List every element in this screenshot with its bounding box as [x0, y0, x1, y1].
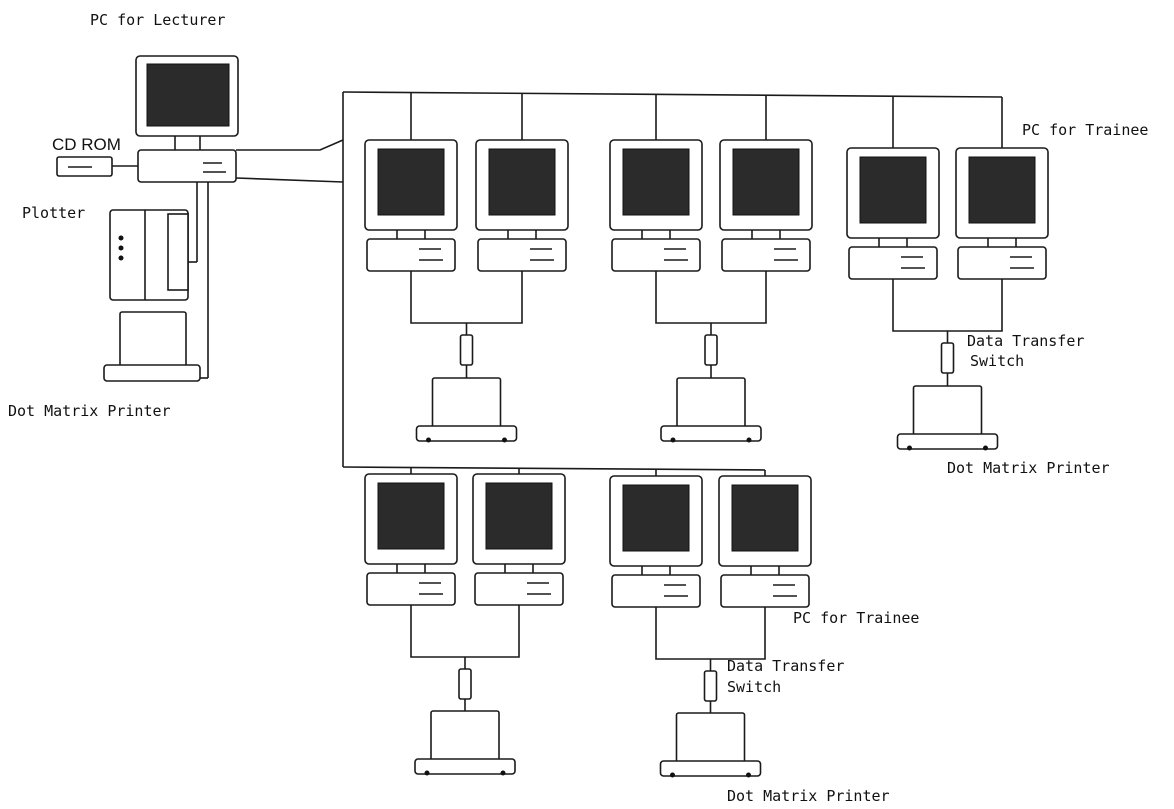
printer-label-top: Dot Matrix Printer: [947, 459, 1110, 477]
trainee-pc-icon: [720, 140, 812, 271]
cdrom-label: CD ROM: [52, 135, 121, 154]
lecturer-pc-label: PC for Lecturer: [90, 11, 225, 29]
lecturer-pc-icon: [136, 56, 238, 182]
trainee-group: [847, 148, 1048, 451]
trainee-pc-icon: [610, 476, 702, 607]
data-transfer-switch-icon: [705, 671, 717, 701]
switch-label-top-line1: Data Transfer: [967, 332, 1084, 350]
trainee-group: [365, 474, 565, 776]
trainee-pc-icon: [473, 474, 565, 605]
trainee-pc-icon: [365, 140, 457, 271]
group-wire: [893, 279, 1002, 331]
trainee-pc-label-bottom: PC for Trainee: [793, 609, 919, 627]
bottom-bus: [343, 467, 765, 470]
cdrom-icon: [57, 157, 138, 176]
top-bus: [343, 92, 1002, 97]
switch-label-bottom-line2: Switch: [727, 678, 781, 696]
plotter-icon: [110, 182, 197, 300]
dot-matrix-printer-icon: [415, 711, 515, 776]
switch-label-top-line2: Switch: [970, 352, 1024, 370]
trainee-pc-icon: [610, 140, 702, 271]
trainee-group: [365, 140, 568, 443]
data-transfer-switch-icon: [459, 669, 471, 699]
data-transfer-switch-icon: [942, 343, 954, 373]
data-transfer-switch-icon: [461, 335, 473, 365]
trainee-pc-icon: [847, 148, 939, 279]
trainee-group: [610, 476, 811, 778]
switch-label-bottom-line1: Data Transfer: [727, 657, 844, 675]
trainee-pc-icon: [365, 474, 457, 605]
dot-matrix-printer-icon: [417, 378, 517, 443]
group-wire: [411, 271, 522, 323]
plotter-label: Plotter: [22, 204, 85, 222]
group-wire: [656, 271, 766, 323]
trainee-pc-icon: [719, 476, 811, 607]
trainee-pc-icon: [476, 140, 568, 271]
group-wire: [656, 607, 765, 659]
lecturer-link-wire-2: [236, 178, 343, 182]
trainee-pc-label-top: PC for Trainee: [1022, 121, 1148, 139]
data-transfer-switch-icon: [705, 335, 717, 365]
lecturer-link-wire: [236, 140, 343, 150]
dot-matrix-printer-icon: [661, 713, 761, 778]
trainee-group: [610, 140, 812, 443]
dot-matrix-printer-icon: [661, 378, 761, 443]
lecturer-printer-label: Dot Matrix Printer: [8, 402, 171, 420]
group-wire: [411, 605, 519, 657]
printer-label-bottom: Dot Matrix Printer: [727, 787, 890, 805]
dot-matrix-printer-icon: [898, 386, 998, 451]
trainee-groups: [365, 140, 1048, 778]
trainee-pc-icon: [956, 148, 1048, 279]
